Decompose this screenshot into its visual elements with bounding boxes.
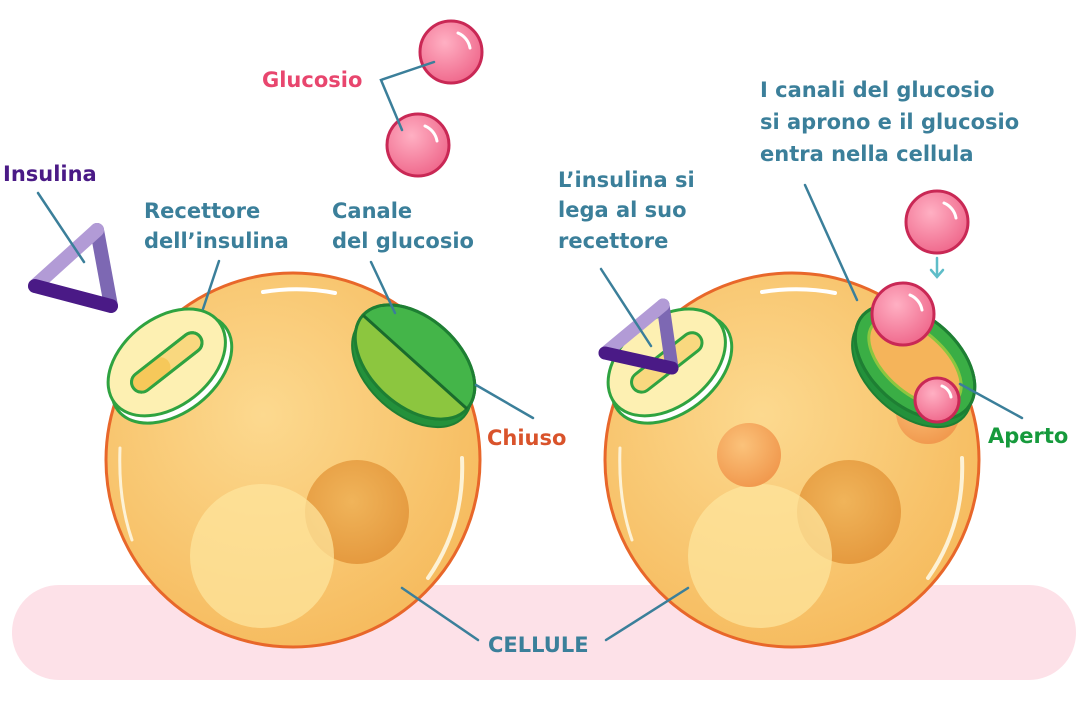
arrow-down-icon xyxy=(929,256,945,279)
leader-binds xyxy=(599,267,653,348)
label-cells: CELLULE xyxy=(488,633,589,657)
glucose-molecule-2 xyxy=(385,112,451,178)
cell-left-cytoplasm-light xyxy=(190,484,334,628)
cell-left-highlight xyxy=(261,287,337,295)
leader-receptor xyxy=(201,259,221,311)
label-insulin: Insulina xyxy=(3,162,97,186)
cell-right-highlight-left xyxy=(618,446,634,542)
insulin-bound-icon xyxy=(598,298,679,375)
cell-right-highlight-right xyxy=(926,456,965,580)
label-binds-line3: recettore xyxy=(558,229,668,253)
cell-left-highlight-left xyxy=(118,446,134,542)
label-closed: Chiuso xyxy=(487,426,566,450)
leader-open-explain xyxy=(803,183,859,302)
leader-open xyxy=(958,382,1024,420)
leader-cells-right xyxy=(604,586,690,642)
label-open-explain-line3: entra nella cellula xyxy=(760,142,974,166)
glucose-molecule-3 xyxy=(904,189,970,255)
label-glucose: Glucosio xyxy=(262,68,362,92)
leader-insulin xyxy=(36,191,86,264)
label-receptor-line2: dell’insulina xyxy=(144,229,289,253)
label-open-explain-line2: si aprono e il glucosio xyxy=(760,110,1019,134)
label-channel-line1: Canale xyxy=(332,199,412,223)
leader-cells-left xyxy=(400,586,480,642)
cell-left-highlight-right xyxy=(426,456,465,580)
insulin-receptor-left xyxy=(106,307,234,425)
glucose-molecule-in-channel xyxy=(913,376,961,424)
label-open-explain-line1: I canali del glucosio xyxy=(760,78,995,102)
glucose-molecule-1 xyxy=(418,19,484,85)
cell-right-highlight xyxy=(760,287,837,295)
leader-closed xyxy=(474,383,535,420)
label-open: Aperto xyxy=(988,424,1068,448)
insulin-icon xyxy=(28,223,118,313)
label-channel-line2: del glucosio xyxy=(332,229,474,253)
label-receptor-line1: Recettore xyxy=(144,199,260,223)
cell-right-cytoplasm-light xyxy=(688,484,832,628)
label-binds-line1: L’insulina si xyxy=(558,168,695,192)
leader-lines xyxy=(36,60,1024,642)
glucose-vesicle-inside xyxy=(717,423,781,487)
label-binds-line2: lega al suo xyxy=(558,198,687,222)
glucose-channel-closed xyxy=(351,303,477,429)
leader-channel xyxy=(369,260,397,315)
leader-glucose xyxy=(379,60,436,132)
glucose-molecule-entering xyxy=(870,281,936,347)
